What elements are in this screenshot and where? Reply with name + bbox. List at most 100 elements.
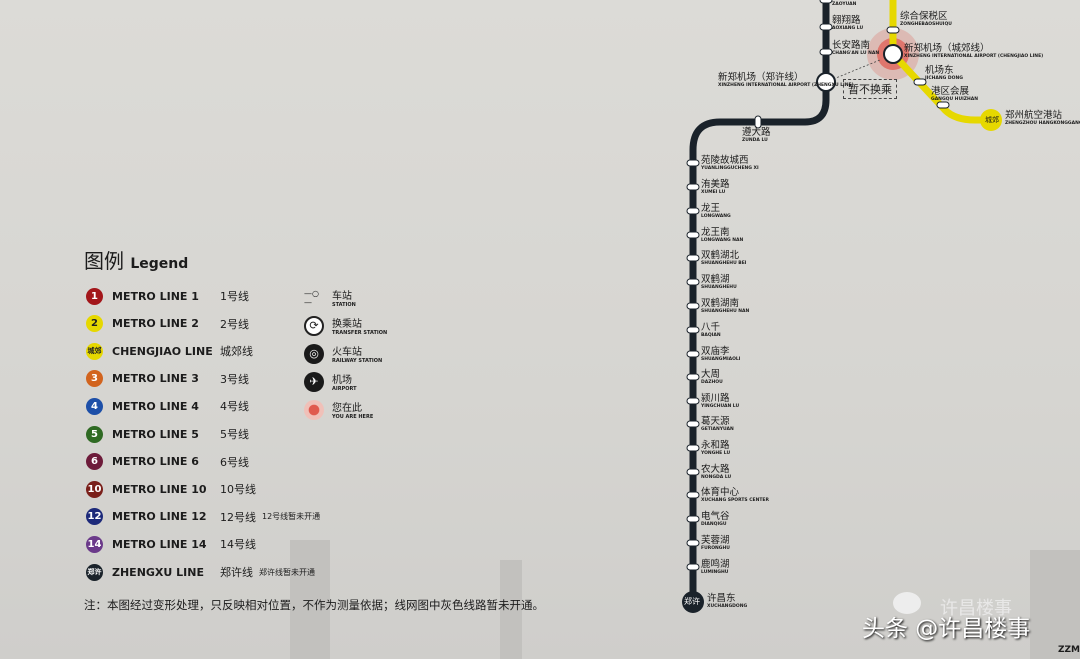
station-name-cn: 体育中心 — [701, 487, 740, 498]
station-name-cn: 长安路南 — [832, 40, 871, 51]
station-name-cn: 遵大路 — [742, 127, 771, 138]
station-name-en: ZHENGZHOU HANGKONGGANG RAILWAY STATION — [1005, 121, 1080, 126]
station-name-en: LONGWANG NAN — [701, 238, 744, 243]
station-name-en: SHUANGHEHU NAN — [701, 309, 750, 314]
line-badge-icon: 12 — [86, 508, 103, 526]
station-name-cn: 鹿鸣湖 — [701, 559, 730, 570]
station-name-en: SHUANGHEHU BEI — [701, 261, 747, 266]
legend-symbol-cn: 火车站 — [332, 347, 362, 358]
station-name-en: DIANQIGU — [701, 522, 727, 527]
legend-line-cn: 10号线 — [220, 483, 256, 497]
station-name-cn: 双庙李 — [701, 346, 730, 357]
station-icon: —○— — [304, 288, 319, 307]
station-marker — [686, 183, 700, 191]
station-name-en: XUCHANG SPORTS CENTER — [701, 498, 769, 503]
station-marker — [686, 373, 700, 381]
station-marker — [686, 302, 700, 310]
legend-symbol-cn: 您在此 — [332, 403, 362, 414]
legend-line-note: 12号线暂未开通 — [262, 512, 321, 522]
legend-symbol-en: TRANSFER STATION — [332, 330, 388, 336]
station-name-en: ZAOYUAN — [832, 2, 857, 7]
station-name-cn: 双鹤湖南 — [701, 298, 740, 309]
station-name-cn: 农大路 — [701, 464, 730, 475]
skyline-building — [1030, 550, 1080, 659]
legend-line-cn: 6号线 — [220, 455, 249, 469]
station-name-en: SHUANGHEHU — [701, 285, 737, 290]
station-name-en: BAQIAN — [701, 333, 721, 338]
station-name-cn: 枣园 — [832, 0, 851, 2]
transfer-station-icon — [883, 44, 903, 64]
legend-symbol-en: STATION — [332, 302, 356, 308]
legend-line-cn: 1号线 — [220, 290, 249, 303]
chengjiao-line — [889, 0, 990, 124]
station-marker — [686, 350, 700, 358]
station-name-cn: 双鹤湖北 — [701, 250, 740, 261]
skyline-tower — [290, 540, 330, 659]
station-label: 新郑机场（城郊线）XINZHENG INTERNATIONAL AIRPORT … — [904, 44, 1043, 60]
legend-line-cn: 郑许线 — [220, 566, 253, 579]
station-marker — [819, 48, 833, 56]
station-name-cn: 双鹤湖 — [701, 274, 730, 285]
legend-symbol-cn: 车站 — [332, 291, 352, 302]
transfer-station-icon: ⟳ — [304, 315, 324, 336]
wechat-icon — [893, 592, 921, 614]
station-name-cn: 龙王南 — [701, 227, 730, 238]
legend-line-en: CHENGJIAO LINE — [112, 344, 213, 358]
station-name-cn: 芙蓉湖 — [701, 535, 730, 546]
station-name-en: GETIANYUAN — [701, 427, 734, 432]
line-badge-icon: 4 — [86, 397, 103, 415]
legend-line-cn: 城郊线 — [220, 345, 253, 359]
station-name-en: JICHANG DONG — [925, 76, 963, 81]
station-name-en: ZUNDA LU — [742, 138, 768, 143]
station-name-en: FURONGHU — [701, 546, 730, 551]
station-marker — [936, 101, 950, 109]
line-badge-icon: 郑许 — [86, 563, 103, 581]
station-marker — [686, 491, 700, 499]
station-name-en: LUMINGHU — [701, 570, 729, 575]
legend-line-cn: 14号线 — [220, 538, 256, 552]
station-marker — [686, 207, 700, 215]
line-badge-icon: 3 — [86, 370, 103, 388]
station-name-cn: 许昌东 — [707, 593, 736, 604]
station-name-en: XINZHENG INTERNATIONAL AIRPORT (ZHENGXU … — [718, 83, 854, 88]
station-name-cn: 电气谷 — [701, 511, 730, 522]
station-marker — [686, 563, 700, 571]
legend-line-en: METRO LINE 6 — [112, 455, 199, 469]
station-name-cn: 港区会展 — [931, 86, 970, 97]
legend-symbol-cn: 机场 — [332, 375, 352, 386]
legend-symbol-en: AIRPORT — [332, 386, 357, 392]
station-name-en: YUANLINGGUCHENG XI — [701, 166, 759, 171]
station-marker — [686, 278, 700, 286]
you-are-here-icon — [304, 399, 324, 420]
station-name-en: XINZHENG INTERNATIONAL AIRPORT (CHENGJIA… — [904, 54, 1044, 59]
legend-line-cn: 12号线 — [220, 510, 256, 524]
station-marker — [754, 115, 762, 129]
